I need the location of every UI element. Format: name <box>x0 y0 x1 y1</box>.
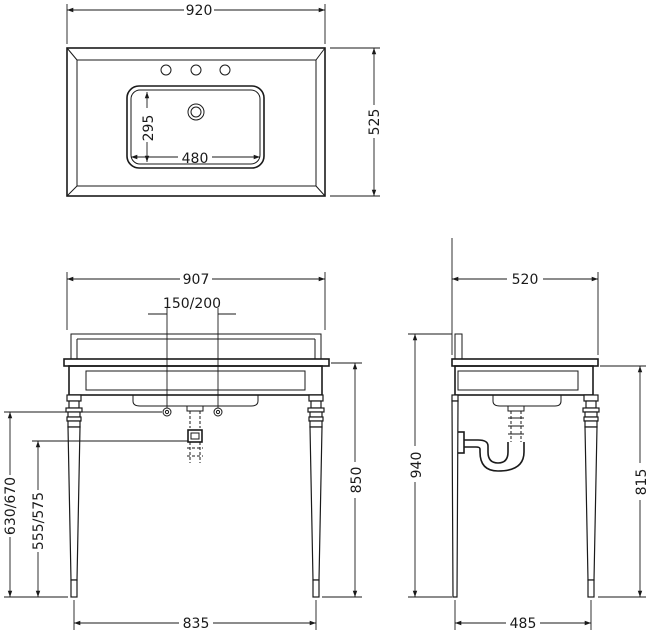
basin-inner <box>130 89 261 165</box>
dim-525-label: 525 <box>367 109 383 136</box>
basin-outer <box>126 85 265 169</box>
front-view: 907 150/200 850 630/670 555/575 835 <box>3 272 365 632</box>
front-right-leg <box>309 426 323 581</box>
tap-hole-right <box>219 64 231 76</box>
dim-850-label: 850 <box>349 467 365 494</box>
dim-520-label: 520 <box>512 272 539 288</box>
side-apron <box>454 365 594 396</box>
side-basin-underside <box>492 395 562 407</box>
dim-815-label: 815 <box>634 469 650 496</box>
side-countertop <box>451 358 599 367</box>
front-upstand <box>70 333 322 360</box>
front-basin-underside <box>132 395 259 407</box>
tap-hole-center <box>190 64 202 76</box>
front-supply-left <box>162 407 172 417</box>
dim-835-label: 835 <box>183 616 210 632</box>
dim-920-label: 920 <box>186 3 213 19</box>
dim-150-200-label: 150/200 <box>163 296 221 312</box>
side-waste-trap <box>454 405 525 472</box>
front-waste-trap <box>186 405 204 463</box>
side-upstand <box>454 333 463 360</box>
side-front-leg <box>584 426 598 581</box>
top-view-inner-bevel <box>76 59 317 187</box>
top-view: 920 525 295 480 <box>66 3 383 197</box>
top-view-outline <box>66 47 326 197</box>
dim-555-575-label: 555/575 <box>31 492 47 550</box>
front-apron-panel <box>85 370 306 391</box>
drain-hole <box>187 103 205 121</box>
front-left-leg <box>67 426 81 581</box>
side-rear-leg <box>451 400 459 598</box>
dim-940-label: 940 <box>409 452 425 479</box>
dim-485-label: 485 <box>510 616 537 632</box>
tap-hole-left <box>160 64 172 76</box>
dim-480-label: 480 <box>182 151 209 167</box>
dim-295-label: 295 <box>141 115 157 142</box>
side-apron-panel <box>457 370 579 391</box>
front-supply-right <box>213 407 223 417</box>
front-countertop <box>63 358 330 367</box>
side-view: 520 940 815 485 <box>408 238 650 632</box>
dim-630-670-label: 630/670 <box>3 477 19 535</box>
dim-907-label: 907 <box>183 272 210 288</box>
front-apron <box>68 365 323 396</box>
